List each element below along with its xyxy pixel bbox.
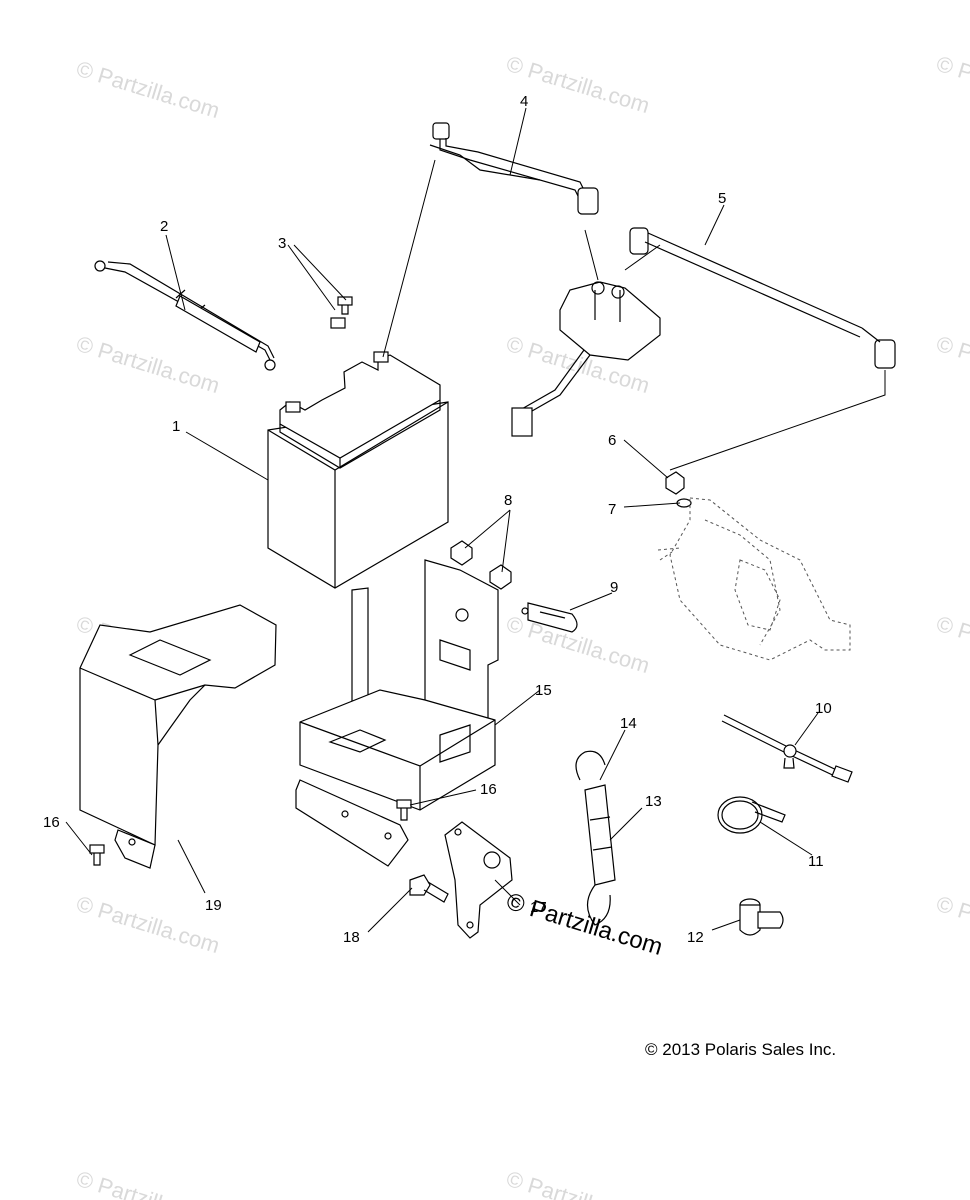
callout-3: 3: [278, 235, 286, 252]
watermark: © Partzilla.com: [504, 611, 653, 678]
leader-lines: [65, 107, 886, 933]
callout-16: 16: [43, 814, 60, 831]
callout-6: 6: [608, 432, 616, 449]
watermark: © Partzilla.com: [934, 891, 970, 958]
callout-11: 11: [808, 853, 824, 870]
starter-cable: [629, 227, 896, 369]
callouts: 1 2 3 4 5 6 7 8 9 10 11 12 13 14 15 16 1…: [43, 93, 832, 946]
callout-17: 17: [530, 899, 547, 916]
callout-1: 1: [172, 418, 180, 435]
watermark: © Partzilla.com: [74, 331, 223, 398]
copyright-notice: © 2013 Polaris Sales Inc.: [645, 1040, 837, 1059]
watermark: © Partzilla.com: [934, 331, 970, 398]
bolt-and-nut: [330, 296, 353, 329]
callout-14: 14: [620, 715, 637, 732]
watermark: © Partzilla.com: [934, 51, 970, 118]
callout-18: 18: [343, 929, 360, 946]
cable-tie-clip: [721, 714, 853, 783]
bolt-18: [409, 874, 449, 903]
battery: [267, 351, 449, 589]
watermark: © Partzilla.com: [74, 891, 223, 958]
callout-16: 16: [480, 781, 497, 798]
callout-4: 4: [520, 93, 528, 110]
nuts: [450, 540, 512, 590]
battery-cable: [94, 260, 276, 371]
callout-7: 7: [608, 501, 616, 518]
bolts-16: [89, 799, 412, 866]
callout-19: 19: [205, 897, 222, 914]
callout-8: 8: [504, 492, 512, 509]
bracket: [444, 821, 513, 939]
callout-9: 9: [610, 579, 618, 596]
callout-13: 13: [645, 793, 662, 810]
nut-and-washer: [665, 471, 692, 508]
callout-12: 12: [687, 929, 704, 946]
watermark: © Partzilla.com: [934, 611, 970, 678]
solenoid: [511, 281, 661, 437]
callout-5: 5: [718, 190, 726, 207]
watermark: © Partzilla.com: [74, 1166, 223, 1200]
cable-harness: [429, 122, 599, 215]
watermark: © Partzilla.com: [74, 56, 223, 123]
battery-cover: [79, 604, 277, 869]
terminal-boot: [739, 898, 784, 936]
battery-strap: [575, 750, 616, 926]
center-watermark: © Partzilla.com: [503, 888, 666, 961]
watermark: © Partzilla.com: [504, 1166, 653, 1200]
callout-10: 10: [815, 700, 832, 717]
starter-motor: [657, 497, 851, 661]
callout-2: 2: [160, 218, 168, 235]
fuse-connector: [521, 602, 578, 633]
loop-strap: [717, 796, 786, 834]
battery-tray: [295, 559, 499, 867]
callout-15: 15: [535, 682, 552, 699]
